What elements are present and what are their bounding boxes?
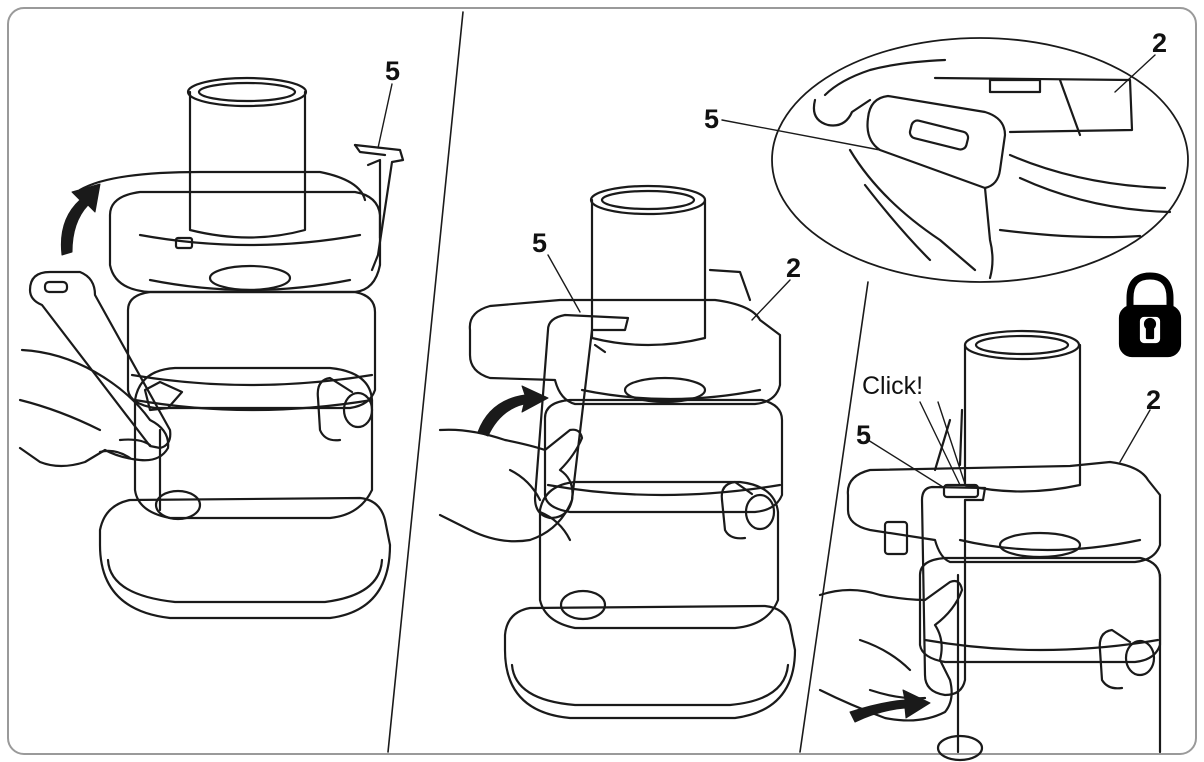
panel-2-juicer — [438, 184, 797, 720]
curved-arrow-icon — [477, 385, 549, 437]
panel-3-zoom-detail — [771, 37, 1189, 283]
lock-icon — [1118, 272, 1182, 358]
curved-arrow-icon — [849, 689, 931, 723]
callout-label: 5 — [704, 104, 720, 134]
click-text: Click! — [862, 372, 924, 400]
callout-label: 2 — [786, 253, 802, 283]
panel-1-juicer — [18, 76, 405, 620]
panel-divider-1 — [387, 11, 464, 753]
callout-label: 2 — [1146, 385, 1162, 415]
callout-label: 5 — [385, 56, 401, 86]
curved-arrow-icon — [60, 183, 101, 256]
brand-logo — [559, 589, 607, 621]
panel-3-juicer — [818, 329, 1162, 762]
callout-label: 5 — [532, 228, 548, 258]
brand-logo — [154, 489, 202, 521]
panel-divider-2 — [799, 281, 869, 753]
outer-frame — [7, 7, 1197, 755]
callout-leaders — [377, 54, 1156, 488]
callout-label: 5 — [856, 420, 872, 450]
brand-logo — [936, 734, 984, 762]
callout-label: 2 — [1152, 28, 1168, 58]
